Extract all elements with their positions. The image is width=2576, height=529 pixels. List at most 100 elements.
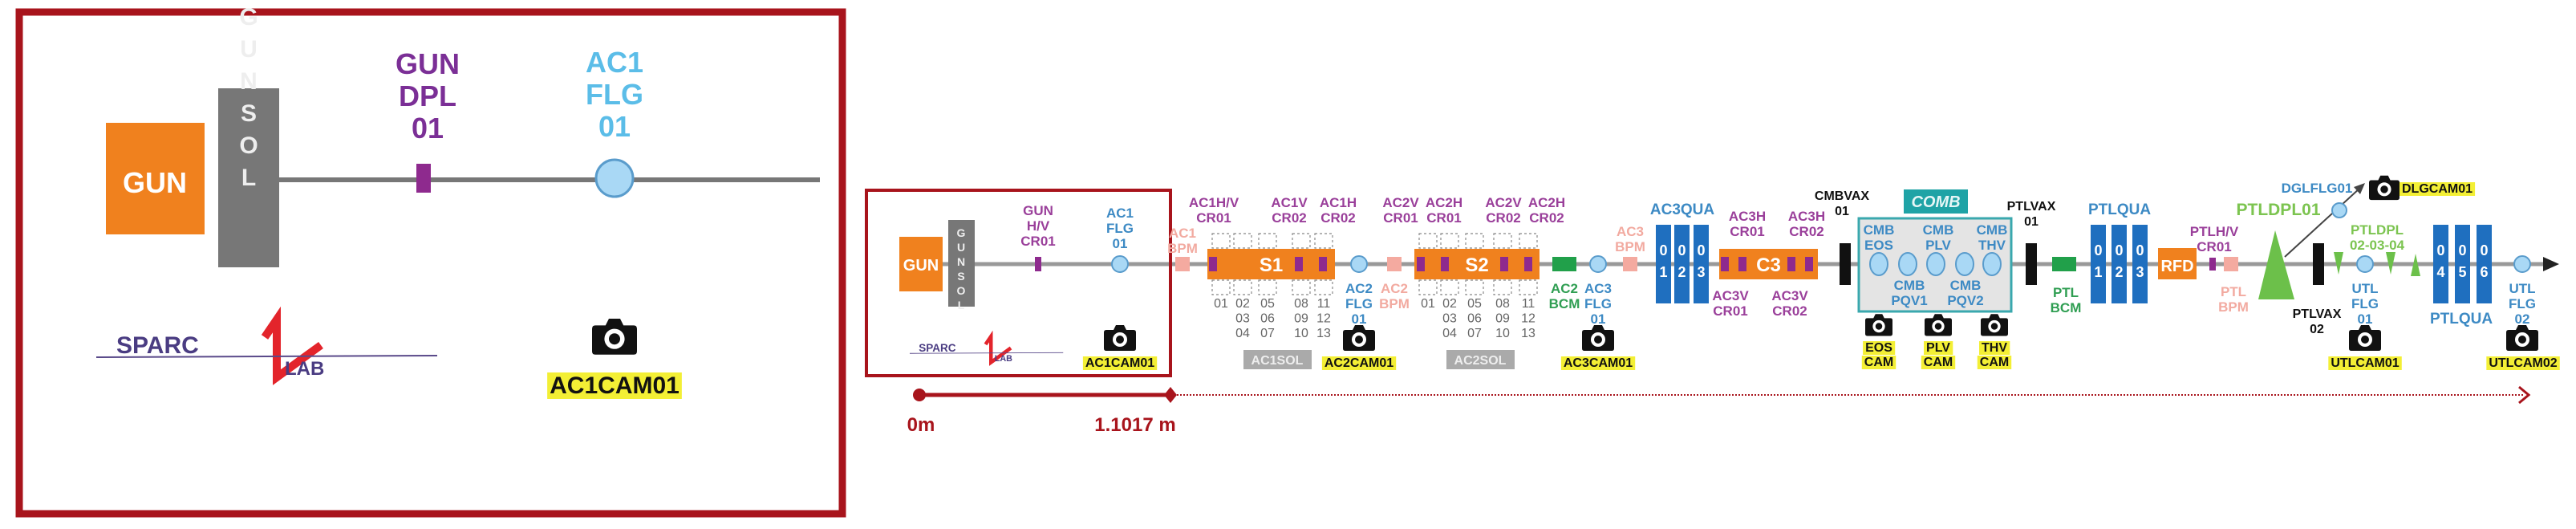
gun-label: GUN xyxy=(903,257,939,275)
solenoid-coil xyxy=(1465,279,1484,295)
utl-flg02-label: 02 xyxy=(2515,311,2530,327)
solenoid-number: 10 xyxy=(1294,327,1308,340)
solenoid-number: 11 xyxy=(1317,297,1331,311)
camera-label-highlight xyxy=(1863,341,1896,355)
dogleg-line xyxy=(2284,187,2361,258)
label: CMB xyxy=(1894,278,1925,293)
ptl-quadrupole xyxy=(2091,225,2106,303)
ac1-flg01-label: FLG xyxy=(1106,221,1134,236)
label: CR02 xyxy=(1772,303,1807,319)
ptldpl04-dipole xyxy=(2411,254,2420,276)
solenoid-coil xyxy=(1418,279,1438,295)
label: CR02 xyxy=(1272,210,1306,226)
ptldpl01-label: PTLDPL01 xyxy=(2236,201,2320,219)
ptl-quadrupole xyxy=(2455,225,2470,303)
quad-id: 0 xyxy=(1697,242,1705,258)
label: AC1H/V xyxy=(1189,195,1239,210)
comb-screen xyxy=(1926,252,1945,276)
ptlqua-label: PTLQUA xyxy=(2430,311,2493,328)
cmbvax01-label: CMBVAX xyxy=(1815,189,1869,203)
camera-label-highlight xyxy=(2486,356,2560,370)
ptlvax02-label: PTLVAX xyxy=(2293,307,2342,321)
gun-hv-cr01-label: GUN xyxy=(1023,203,1053,218)
comb-screen xyxy=(1869,252,1888,276)
camera-icon xyxy=(1925,314,1952,336)
corrector-magnet xyxy=(1209,257,1217,271)
solenoid-coil xyxy=(1314,233,1333,249)
flag-screen xyxy=(2513,255,2531,273)
solenoid-coil xyxy=(1493,279,1512,295)
solenoid-coil xyxy=(1465,233,1484,249)
ptlhv-cr01-label: CR01 xyxy=(2197,239,2231,254)
quad-id: 0 xyxy=(2094,242,2102,258)
ac3-flg01-label: FLG xyxy=(1584,296,1612,311)
label: AC3V xyxy=(1712,288,1749,303)
solenoid-coil xyxy=(1258,233,1277,249)
rfd-label: RFD xyxy=(2160,258,2193,275)
solenoid-number: 07 xyxy=(1260,327,1275,340)
quad-id: 6 xyxy=(2480,264,2488,280)
ac2-flg01-label: AC2 xyxy=(1345,281,1373,296)
camera-label-highlight xyxy=(1560,356,1636,370)
solenoid-number: 13 xyxy=(1521,327,1535,340)
camera-label: AC1CAM01 xyxy=(550,372,679,399)
logo-text-sparc: SPARC xyxy=(116,332,199,359)
quad-id: 0 xyxy=(1659,242,1667,258)
comb-screen xyxy=(1982,252,2002,276)
solenoid-coil xyxy=(1493,233,1512,249)
corrector-magnet xyxy=(2209,258,2216,271)
quad-id: 2 xyxy=(2115,264,2123,280)
solenoid-number: 10 xyxy=(1495,327,1510,340)
beam-direction-arrow xyxy=(2543,257,2559,271)
logo-bolt xyxy=(261,306,323,385)
ac1-bpm-label: BPM xyxy=(1167,241,1198,256)
gun xyxy=(106,123,205,234)
quad-id: 3 xyxy=(1697,264,1705,280)
gun-dipole xyxy=(416,164,431,193)
ptlqua-label: PTLQUA xyxy=(2088,201,2151,218)
ac2-bcm-label: BCM xyxy=(1549,296,1580,311)
camera-label: THV xyxy=(1982,341,2007,355)
zoom-panel-frame xyxy=(15,8,846,518)
solenoid-coil xyxy=(1258,279,1277,295)
label: CR01 xyxy=(1730,224,1764,239)
ac1-flg-label: 01 xyxy=(598,110,631,143)
camera-icon xyxy=(2349,325,2381,351)
ac3-bpm-label: BPM xyxy=(1615,239,1645,254)
solenoid-coil xyxy=(1418,233,1438,249)
gun-hv-cr01-label: CR01 xyxy=(1020,234,1055,249)
vacuum-valve xyxy=(1840,243,1851,285)
ptldpl01-dipole xyxy=(2258,230,2294,299)
solenoid-coil xyxy=(1292,279,1311,295)
corrector-magnet xyxy=(1441,257,1449,271)
ac1-flg01-label: 01 xyxy=(1113,236,1128,251)
corrector-magnet xyxy=(1319,257,1327,271)
solenoid-number: 07 xyxy=(1467,327,1482,340)
ac1-flag-screen xyxy=(594,158,635,198)
camera-label-highlight xyxy=(547,372,682,399)
scale-start-dot xyxy=(913,389,926,401)
label: THV xyxy=(1978,238,2006,253)
dogleg-arrow xyxy=(2354,183,2365,194)
flag-screen xyxy=(1111,255,1129,273)
ptlhv-cr01-label: PTLH/V xyxy=(2190,224,2239,239)
solenoid-number: 04 xyxy=(1442,327,1457,340)
quad-id: 5 xyxy=(2458,264,2466,280)
ptl-quadrupole xyxy=(2112,225,2127,303)
ac2-bcm xyxy=(1552,257,1576,271)
cmbvax01-label: 01 xyxy=(1835,205,1849,218)
comb-badge xyxy=(1904,189,1968,214)
scale-end-diamond xyxy=(1164,387,1177,403)
camera-label-highlight xyxy=(1924,341,1953,355)
s2-cavity xyxy=(1414,249,1540,279)
camera-label-highlight xyxy=(1921,356,1956,369)
utl-flg02-label: UTL xyxy=(2509,281,2535,296)
camera-label-highlight xyxy=(1861,356,1897,369)
s1-cavity-label: S1 xyxy=(1260,254,1283,276)
comb-screen xyxy=(1955,252,1974,276)
gun xyxy=(899,237,943,291)
gun-hv-cr01-label: H/V xyxy=(1027,218,1050,234)
logo-text-lab: LAB xyxy=(995,354,1012,364)
solenoid-number: 03 xyxy=(1235,312,1250,326)
scale-start-label: 0m xyxy=(907,414,935,436)
